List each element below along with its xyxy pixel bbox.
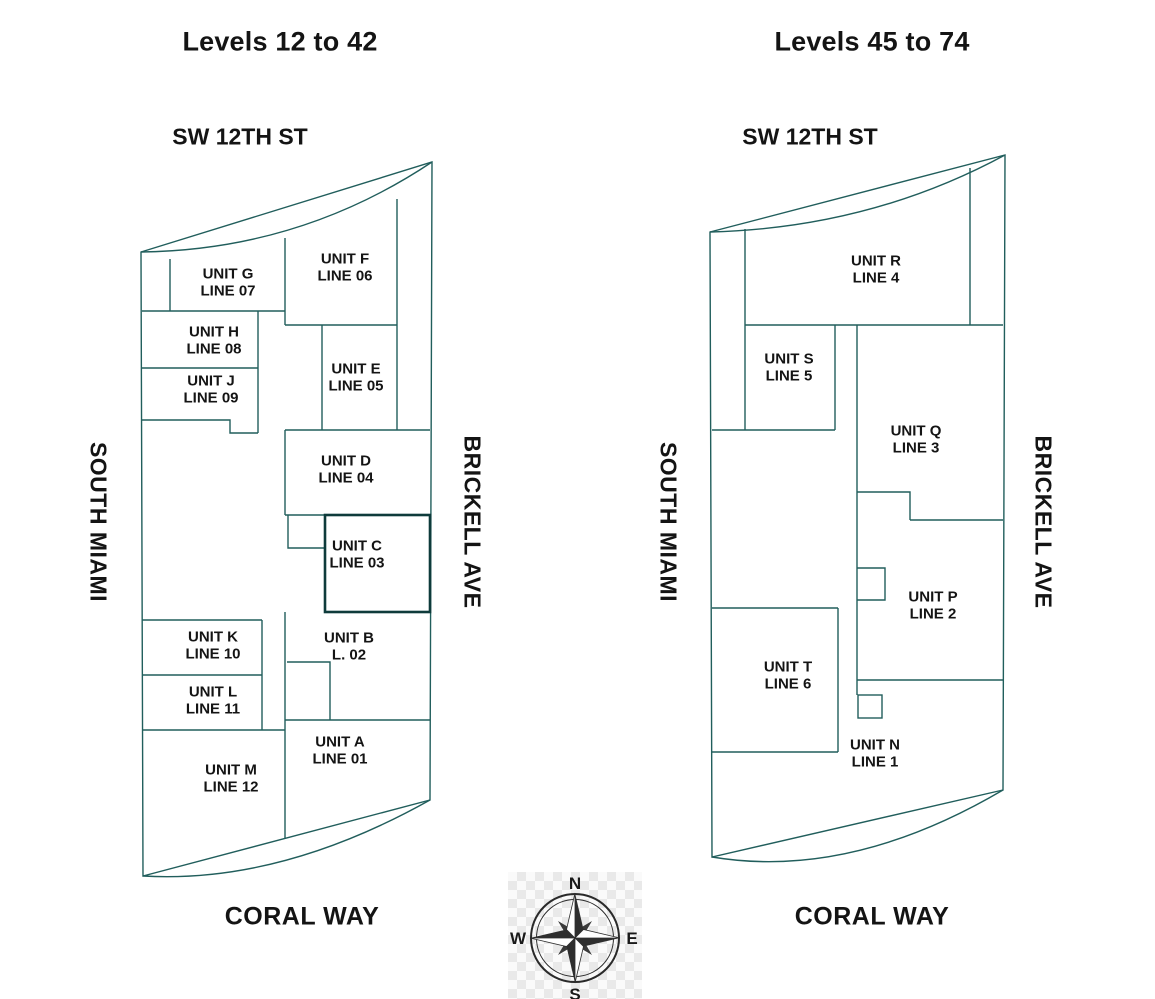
compass-west-label: W <box>510 929 527 948</box>
right-street-east: BRICKELL AVE <box>1030 435 1057 609</box>
right-plan-title: Levels 45 to 74 <box>774 26 970 57</box>
left-street-east: BRICKELL AVE <box>459 435 486 609</box>
compass-main-star <box>529 892 621 984</box>
unit-n-closet <box>857 694 883 719</box>
left-street-north: SW 12TH ST <box>172 123 308 150</box>
floorplan-right-partitions <box>712 168 1003 753</box>
compass-north-label: N <box>569 874 581 893</box>
compass-east-label: E <box>626 929 637 948</box>
left-plan-title: Levels 12 to 42 <box>182 26 378 57</box>
left-street-south: CORAL WAY <box>224 902 380 931</box>
compass-south-label: S <box>569 985 580 999</box>
right-street-west: SOUTH MIAMI <box>655 441 682 603</box>
unit-c-boundary <box>323 513 432 614</box>
right-street-north: SW 12TH ST <box>742 123 878 150</box>
floorplan-left-partitions <box>142 199 432 839</box>
floorplan-left-outline <box>140 161 433 878</box>
left-street-west: SOUTH MIAMI <box>85 441 112 603</box>
right-street-south: CORAL WAY <box>794 902 950 931</box>
compass-rose: N E S W <box>510 874 638 999</box>
